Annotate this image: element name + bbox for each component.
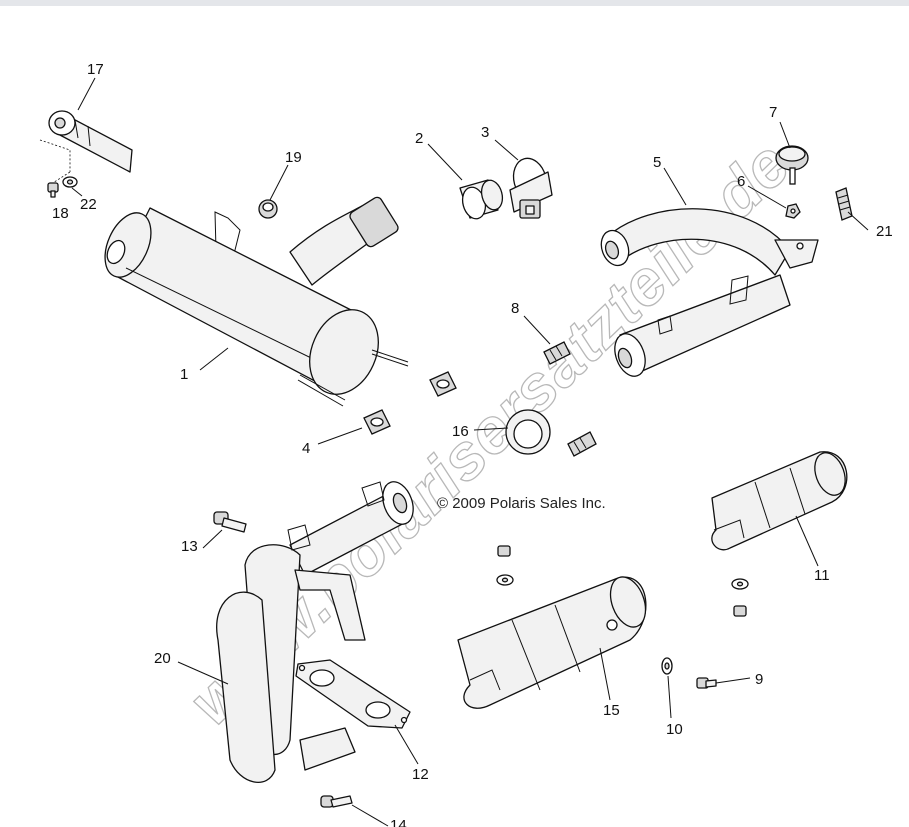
callout-13: 13 [181,538,198,555]
part-9-bolt [696,677,717,689]
top-bar [0,0,909,6]
part-17-spark-arrestor [39,110,133,187]
callout-9: 9 [755,671,763,688]
callout-15: 15 [603,702,620,719]
callout-7: 7 [769,104,777,121]
callout-14: 14 [390,817,407,827]
part-1-muffler [104,196,409,407]
callout-18: 18 [52,205,69,222]
callout-11: 11 [814,567,830,584]
part-20-head-pipe [216,481,414,783]
callout-12: 12 [412,766,429,783]
callout-16: 16 [452,423,469,440]
callout-1: 1 [180,366,188,383]
part-16-gasket-ring [505,409,551,455]
part-6-nut [785,203,801,219]
callout-8: 8 [511,300,519,317]
callout-19: 19 [285,149,302,166]
callout-4: 4 [302,440,310,457]
part-4-isolators [363,371,457,435]
callout-3: 3 [481,124,489,141]
callout-2: 2 [415,130,423,147]
callout-10: 10 [666,721,683,738]
part-shield-fasteners [496,545,749,617]
part-21-spring [835,187,853,221]
callout-20: 20 [154,650,171,667]
callout-5: 5 [653,154,661,171]
part-13-bolt [213,511,247,533]
callout-6: 6 [737,173,745,190]
callout-21: 21 [876,223,893,240]
part-14-bolt [320,795,353,808]
callout-22: 22 [80,196,97,213]
part-8-spring [543,341,571,365]
part-7-bumper [775,145,809,185]
part-11-heat-shield [711,451,848,551]
part-18-bolt [47,182,59,198]
part-2-gasket [459,179,504,220]
part-19-grommet [258,199,278,219]
part-15-heat-shield [457,576,647,709]
part-5-head-pipe [600,208,819,377]
part-10-washer [661,657,673,675]
part-22-washer [62,176,78,188]
callout-17: 17 [87,61,104,78]
callout-labels: 1 2 3 4 5 6 7 8 9 10 11 12 13 14 15 16 1… [52,61,893,827]
part-3-clamp [509,157,553,219]
copyright-text: © 2009 Polaris Sales Inc. [437,495,606,512]
part-12-gasket-plate [295,659,411,729]
part-16-spring [567,431,597,457]
leader-lines [71,77,869,827]
